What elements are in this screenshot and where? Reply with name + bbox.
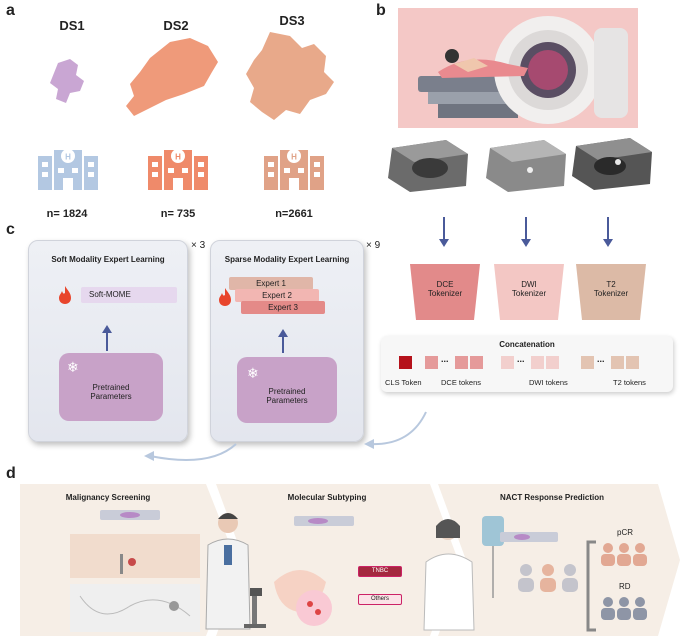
ds2-count: n= 735 [160,208,196,220]
panel-letter-a: a [6,2,15,19]
dce-tokens-label: DCE tokens [441,378,482,387]
dwi-ellipsis: ... [517,354,525,364]
dwi-tokenizer-line2: Tokenizer [511,289,547,298]
dwi-tokenizer [494,264,564,320]
flame-icon [59,286,71,304]
dce-ellipsis: ... [441,354,449,364]
svg-text:H: H [175,153,181,162]
snowflake-icon: ❄ [247,365,259,381]
expert-2: Expert 2 [235,289,319,302]
sparse-repeat-count: × 9 [366,240,381,251]
dce-token-3 [470,356,483,369]
cls-token [399,356,412,369]
volume-to-tokenizer-arrows [439,217,613,247]
dwi-token-1 [501,356,514,369]
svg-text:H: H [291,153,297,162]
tnbc-label: TNBC [358,566,402,577]
soft-pretrained-line2: Parameters [90,392,132,401]
rd-group-icon [601,597,647,620]
concatenation-box: Concatenation ... ... ... CLS Token DCE … [381,336,673,392]
ds1-count: n= 1824 [46,208,88,220]
ds2-hospital-icon: H [148,149,208,190]
dce-tokenizer [410,264,480,320]
t2-tokenizer-line2: Tokenizer [593,289,629,298]
dwi-token-2 [531,356,544,369]
ds1-region-map [50,59,84,103]
patient-figure-icon [423,519,475,631]
sparse-card-title: Sparse Modality Expert Learning [224,255,350,264]
sparse-up-arrow [278,329,288,353]
sparse-pretrained-box [237,357,337,423]
expert-3: Expert 3 [241,301,325,314]
panel-letter-d: d [6,465,16,482]
ds3-title: DS3 [279,13,305,28]
ds2-region-map [126,38,218,116]
patient-group-icon [518,564,578,592]
soft-repeat-count: × 3 [191,240,206,251]
ds3-hospital-icon: H [264,149,324,190]
molecular-subtyping-title: Molecular Subtyping [287,493,367,502]
ds3-count: n=2661 [275,208,313,220]
t2-tokenizer [576,264,646,320]
microscope-icon [244,588,266,628]
dce-token-1 [425,356,438,369]
nact-response-title: NACT Response Prediction [499,493,604,502]
dwi-token-3 [546,356,559,369]
dwi-tokenizer-line1: DWI [521,280,537,289]
t2-token-1 [581,356,594,369]
ds2-title: DS2 [163,18,189,33]
t2-volume-image [572,138,652,190]
soft-card-title: Soft Modality Expert Learning [51,255,165,264]
dce-token-2 [455,356,468,369]
mri-scanner-icon [418,16,628,124]
soft-expert-card: Soft Modality Expert Learning Soft-MOME … [28,240,188,442]
t2-ellipsis: ... [597,354,605,364]
others-label: Others [358,594,402,605]
dwi-volume-image [486,140,566,192]
expert-1: Expert 1 [229,277,313,290]
soft-up-arrow [102,325,112,351]
rd-label: RD [619,582,631,591]
flame-icon [219,288,231,306]
t2-token-2 [611,356,624,369]
t2-tokens-label: T2 tokens [613,378,646,387]
doctor-figure-icon [205,513,251,630]
flow-arrows [144,411,427,461]
sparse-pretrained-line2: Parameters [266,396,308,405]
pcr-group-icon [601,543,647,566]
cls-token-label: CLS Token [385,378,422,387]
t2-tokenizer-line1: T2 [606,280,616,289]
subtyping-illustration [274,516,354,626]
svg-text:H: H [65,153,71,162]
slide-icon [500,532,558,542]
dce-tokenizer-line1: DCE [436,280,454,289]
dwi-tokens-label: DWI tokens [529,378,568,387]
soft-pretrained-box [59,353,163,421]
result-bracket [586,540,596,632]
dce-volume-image [388,140,468,192]
pcr-label: pCR [617,528,634,537]
mri-scanner-illustration [398,8,638,128]
panel-letter-b: b [376,2,386,19]
t2-token-3 [626,356,639,369]
sparse-pretrained-line1: Pretrained [268,387,306,396]
soft-mome-module: Soft-MOME [81,287,177,303]
screening-illustration [70,510,200,632]
soft-pretrained-line1: Pretrained [92,383,130,392]
ds1-title: DS1 [59,18,85,33]
concatenation-title: Concatenation [499,340,555,349]
malignancy-screening-title: Malignancy Screening [65,493,151,502]
panel-letter-c: c [6,221,15,238]
ds1-hospital-icon: H [38,149,98,190]
iv-bag-icon [482,516,504,598]
ds3-region-map [246,32,334,120]
dce-tokenizer-line2: Tokenizer [427,289,463,298]
sparse-expert-card: Sparse Modality Expert Learning Expert 1… [210,240,364,442]
snowflake-icon: ❄ [67,359,79,375]
